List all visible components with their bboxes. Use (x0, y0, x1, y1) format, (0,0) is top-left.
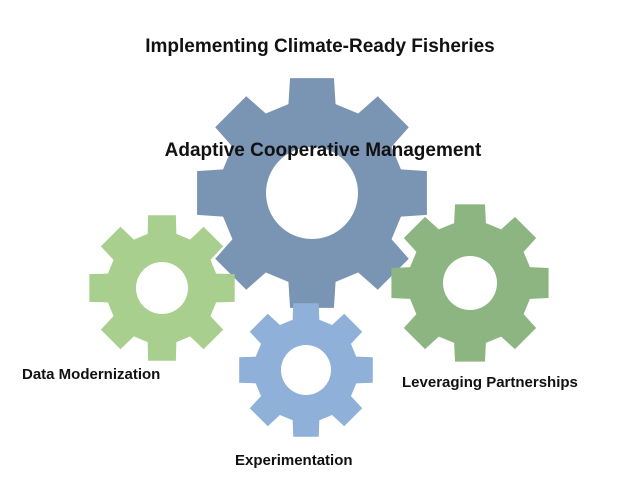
right-gear-label: Leveraging Partnerships (402, 374, 578, 391)
left-gear-icon (89, 215, 235, 361)
bottom-gear-icon (239, 303, 373, 437)
right-gear-icon (391, 204, 549, 362)
center-gear-icon (197, 78, 427, 308)
left-gear-label: Data Modernization (22, 366, 161, 383)
bottom-gear-label: Experimentation (235, 452, 353, 469)
center-gear-label: Adaptive Cooperative Management (164, 140, 482, 161)
diagram-title: Implementing Climate-Ready Fisheries (145, 36, 495, 57)
